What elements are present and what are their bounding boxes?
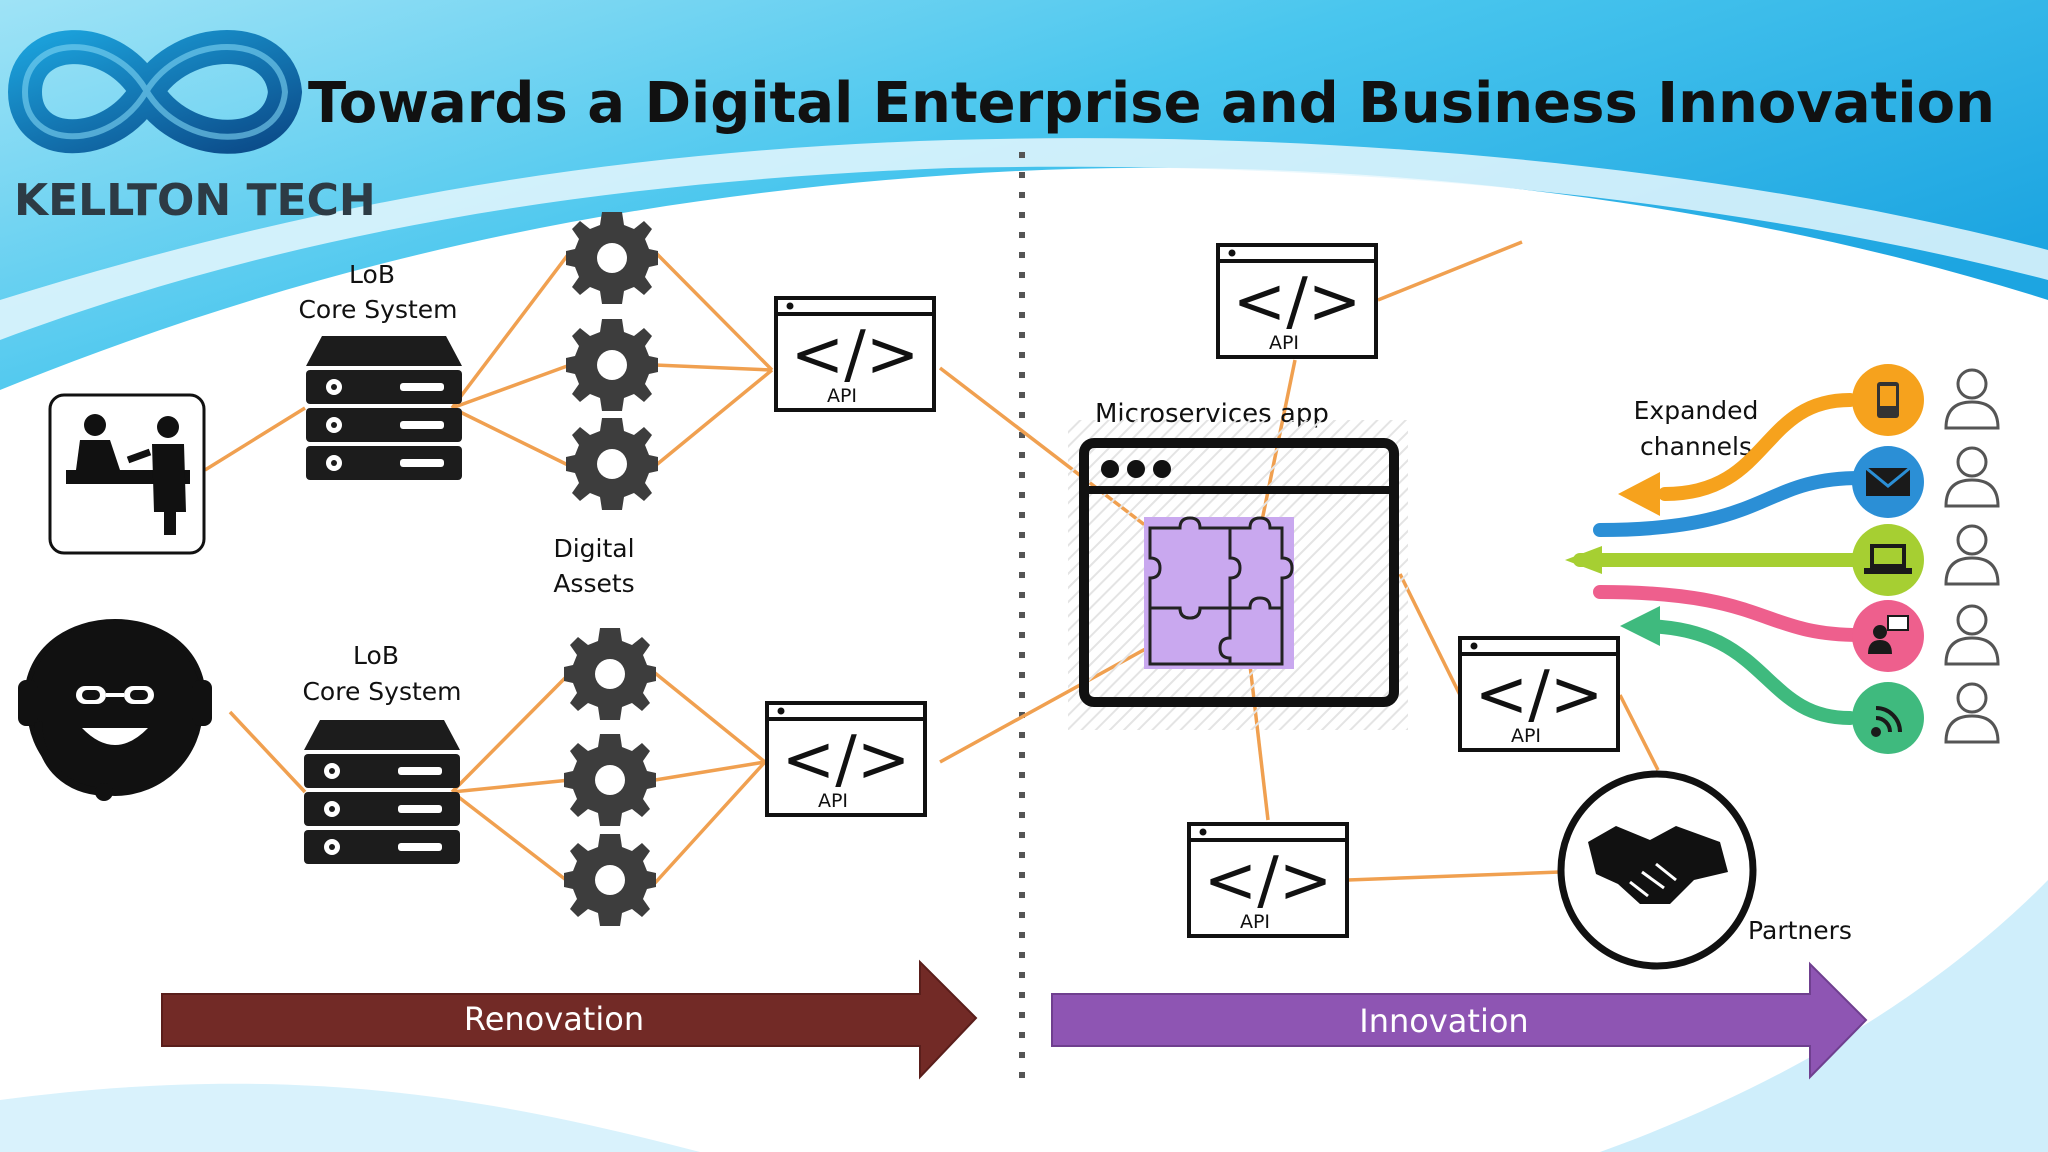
header-wave <box>0 0 2048 390</box>
renovation-label: Renovation <box>464 1000 644 1038</box>
channel-arrow-teal <box>1620 606 1660 646</box>
api-box: API <box>1216 243 1378 359</box>
digital-assets-label-line1: Digital <box>553 534 634 563</box>
gear-icon <box>566 319 658 411</box>
channel-streams <box>1573 393 1887 725</box>
expanded-channels-label-line1: Expanded <box>1634 396 1759 425</box>
api-label: API <box>1269 332 1299 354</box>
api-label: API <box>1240 911 1270 933</box>
microservices-app-window <box>1068 420 1408 730</box>
chat-user-icon <box>1852 600 1924 672</box>
logo-text: KELLTON TECH <box>14 175 376 226</box>
gear-icon <box>564 834 656 926</box>
api-box: API <box>1187 822 1349 938</box>
puzzle-icon <box>1144 517 1294 669</box>
lob-top-label-line1: LoB <box>349 260 395 289</box>
gear-icon <box>566 212 658 304</box>
mobile-phone-icon <box>1852 364 1924 436</box>
api-box: API <box>1458 636 1620 752</box>
renovation-arrow: Renovation <box>161 959 978 1080</box>
handshake-icon <box>1557 770 1757 970</box>
gear-icon <box>566 418 658 510</box>
laptop-icon <box>1852 524 1924 596</box>
kellton-logo: KELLTON TECH <box>7 30 376 226</box>
lob-bottom-label-line1: LoB <box>353 641 399 670</box>
envelope-icon <box>1852 446 1924 518</box>
lob-bottom-label-line2: Core System <box>302 677 461 706</box>
footer-wave <box>1600 880 2048 1152</box>
api-box: API <box>774 296 936 412</box>
channel-arrow-orange <box>1618 472 1660 516</box>
gear-icon <box>564 734 656 826</box>
wireless-icon <box>1852 682 1924 754</box>
api-label: API <box>827 385 857 407</box>
support-agent-icon <box>18 619 212 801</box>
channel-arrow-green <box>1565 546 1602 574</box>
innovation-arrow: Innovation <box>1051 961 1868 1080</box>
api-label: API <box>1511 725 1541 747</box>
gear-icon <box>564 628 656 720</box>
reception-desk-icon <box>48 393 206 555</box>
api-label: API <box>818 790 848 812</box>
partners-label: Partners <box>1748 916 1852 945</box>
api-box: API <box>765 701 927 817</box>
expanded-channels-label-line2: channels <box>1640 432 1752 461</box>
server-top-icon <box>306 336 462 480</box>
header-wave-highlight <box>0 138 2048 340</box>
digital-assets-label-line2: Assets <box>553 569 634 598</box>
innovation-label: Innovation <box>1359 1002 1528 1040</box>
lob-top-label-line2: Core System <box>298 295 457 324</box>
footer-wave-left <box>0 1083 700 1152</box>
page-title: Towards a Digital Enterprise and Busines… <box>308 71 1995 136</box>
server-bottom-icon <box>304 720 460 864</box>
